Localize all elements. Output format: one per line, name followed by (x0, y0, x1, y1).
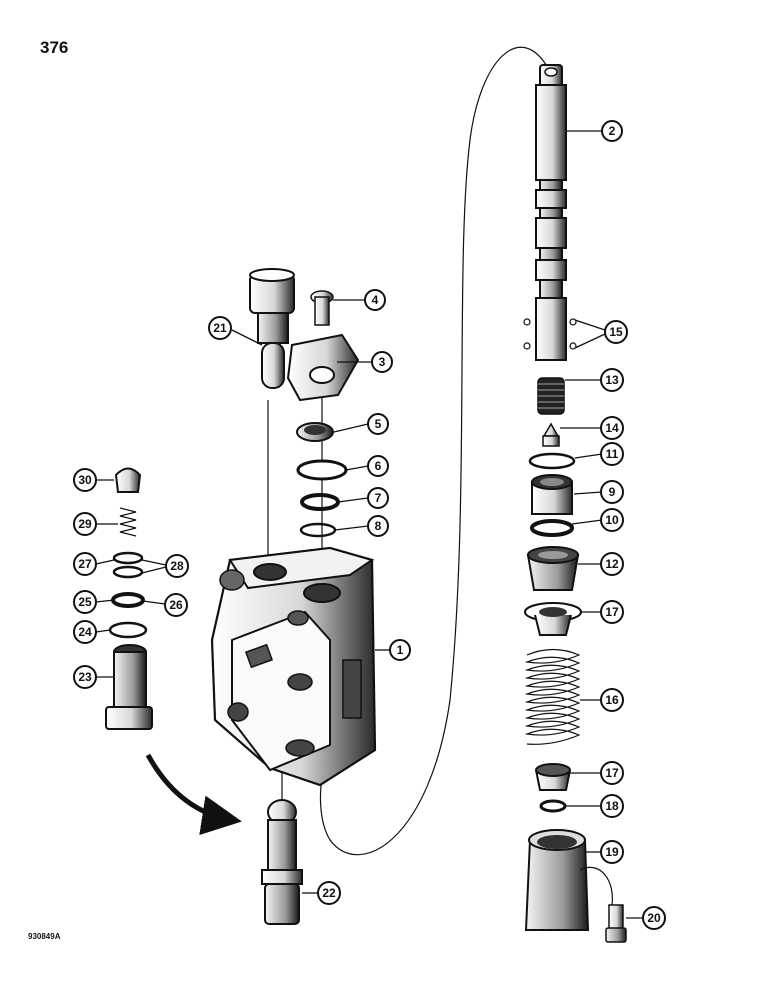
svg-text:3: 3 (379, 355, 386, 369)
cap-screw (605, 904, 627, 943)
callout-10: 10 (600, 508, 624, 532)
callout-17-upper: 17 (600, 600, 624, 624)
callout-24: 24 (73, 620, 97, 644)
svg-text:1: 1 (397, 643, 404, 657)
svg-text:27: 27 (78, 557, 92, 571)
seal-10 (530, 519, 574, 537)
svg-text:6: 6 (375, 459, 382, 473)
svg-text:15: 15 (609, 325, 623, 339)
callout-14: 14 (600, 416, 624, 440)
callout-26: 26 (164, 593, 188, 617)
callout-21: 21 (208, 316, 232, 340)
relief-valve (249, 268, 295, 389)
detent-plunger (542, 422, 560, 447)
o-ring-24 (108, 621, 148, 639)
svg-text:25: 25 (78, 595, 92, 609)
callout-22: 22 (317, 881, 341, 905)
svg-text:4: 4 (372, 293, 379, 307)
spool-cap (526, 546, 580, 591)
svg-text:24: 24 (78, 625, 92, 639)
washer-6 (296, 459, 348, 481)
guide-wire (319, 46, 549, 856)
callout-9: 9 (600, 480, 624, 504)
backup-rings-lower (111, 592, 145, 608)
callout-28: 28 (165, 554, 189, 578)
callout-6: 6 (367, 455, 389, 477)
backup-rings-upper (112, 551, 144, 579)
callout-15: 15 (604, 320, 628, 344)
screw-4 (310, 290, 334, 326)
callout-25: 25 (73, 590, 97, 614)
spring-washer-upper (524, 602, 582, 636)
svg-text:8: 8 (375, 519, 382, 533)
check-valve-spring (119, 507, 137, 537)
valve-cartridge-22 (261, 799, 303, 925)
callout-4: 4 (364, 289, 386, 311)
svg-text:23: 23 (78, 670, 92, 684)
callout-3: 3 (371, 351, 393, 373)
svg-text:18: 18 (605, 799, 619, 813)
detent-balls (523, 318, 577, 350)
svg-text:19: 19 (605, 845, 619, 859)
svg-text:2: 2 (609, 124, 616, 138)
svg-text:7: 7 (375, 491, 382, 505)
svg-text:20: 20 (647, 911, 661, 925)
spring-cap-housing (524, 829, 613, 931)
callout-13: 13 (600, 368, 624, 392)
flange (286, 333, 360, 402)
svg-text:5: 5 (375, 417, 382, 431)
svg-text:11: 11 (606, 447, 619, 461)
svg-text:26: 26 (169, 598, 183, 612)
callout-20: 20 (642, 906, 666, 930)
spool (535, 64, 567, 361)
spring-washer-lower (535, 763, 571, 791)
callout-11: 11 (600, 442, 624, 466)
o-ring-11 (528, 452, 576, 470)
svg-text:10: 10 (605, 513, 619, 527)
leader-lines (95, 130, 643, 919)
svg-text:16: 16 (605, 693, 619, 707)
callout-12: 12 (600, 552, 624, 576)
callout-30: 30 (73, 468, 97, 492)
svg-text:17: 17 (605, 605, 619, 619)
snap-ring (539, 799, 567, 813)
page-number: 376 (40, 38, 69, 57)
svg-text:9: 9 (609, 485, 616, 499)
svg-text:13: 13 (605, 373, 619, 387)
svg-text:14: 14 (605, 421, 619, 435)
check-valve-body (105, 644, 153, 730)
callout-17-lower: 17 (600, 761, 624, 785)
callout-7: 7 (367, 487, 389, 509)
callout-23: 23 (73, 665, 97, 689)
svg-text:22: 22 (322, 886, 336, 900)
bushing (531, 474, 573, 515)
detent-spring (537, 377, 565, 415)
check-valve-cap (114, 467, 142, 493)
figure-code: 930849A (28, 932, 61, 941)
callout-19: 19 (600, 840, 624, 864)
centering-spring (524, 648, 581, 745)
svg-text:29: 29 (78, 517, 92, 531)
valve-section-body (210, 546, 377, 787)
callout-27: 27 (73, 552, 97, 576)
o-ring-8 (299, 522, 337, 538)
svg-text:21: 21 (213, 321, 227, 335)
callout-1: 1 (389, 639, 411, 661)
ring-7 (300, 493, 340, 511)
callout-8: 8 (367, 515, 389, 537)
seal-ring-5 (296, 422, 334, 442)
callout-18: 18 (600, 794, 624, 818)
svg-text:12: 12 (605, 557, 619, 571)
svg-text:28: 28 (170, 559, 184, 573)
callout-29: 29 (73, 512, 97, 536)
svg-text:30: 30 (78, 473, 92, 487)
callout-16: 16 (600, 688, 624, 712)
install-arrow (145, 753, 242, 836)
callout-2: 2 (601, 120, 623, 142)
svg-text:17: 17 (605, 766, 619, 780)
callout-5: 5 (367, 413, 389, 435)
